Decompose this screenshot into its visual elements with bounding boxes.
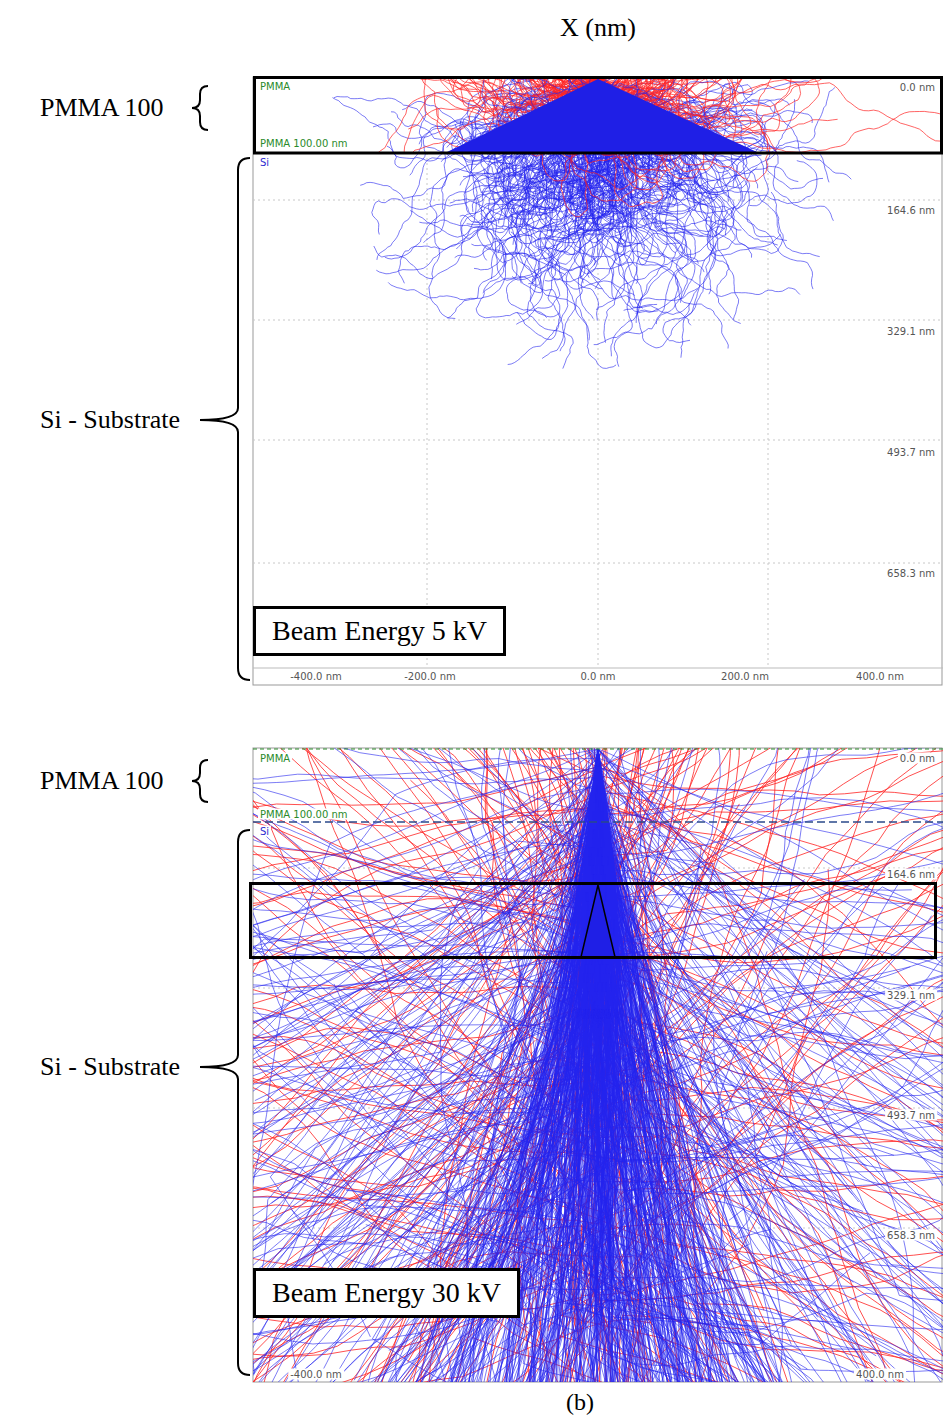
layer-label: PMMA 100: [40, 766, 164, 796]
axis-label: Si: [258, 157, 271, 168]
axis-label: 0.0 nm: [898, 82, 937, 93]
box-text: Beam Energy 5 kV: [272, 615, 487, 646]
electron-trajectories: [333, 77, 852, 369]
axis-label: PMMA 100.00 nm: [258, 809, 350, 820]
axis-label: 493.7 nm: [885, 1110, 937, 1121]
box-text: Beam Energy 30 kV: [272, 1277, 501, 1308]
axis-label: 0.0 nm: [578, 671, 617, 682]
axis-label: 200.0 nm: [719, 671, 771, 682]
backscatter-path: [353, 77, 943, 153]
electron-path: [439, 77, 816, 153]
plot-frame: [253, 77, 942, 685]
electron-path: [253, 748, 943, 1382]
axis-label: 0.0 nm: [898, 753, 937, 764]
axis-line: [253, 668, 943, 669]
backscatter-trajectories: [353, 77, 943, 153]
axis-label: 164.6 nm: [885, 869, 937, 880]
axis-label: 658.3 nm: [885, 1230, 937, 1241]
bracket: [192, 86, 250, 1375]
beam-energy-box: Beam Energy 5 kV: [253, 606, 506, 656]
axis-label: 164.6 nm: [885, 205, 937, 216]
beam-energy-box: Beam Energy 30 kV: [253, 1268, 520, 1318]
axis-label: -200.0 nm: [402, 671, 458, 682]
axis-label: -400.0 nm: [288, 671, 344, 682]
axis-label: 400.0 nm: [854, 671, 906, 682]
electron-trajectories: [253, 748, 943, 1382]
axis-label: PMMA 100.00 nm: [258, 138, 350, 149]
layer-label: Si - Substrate: [40, 1052, 180, 1082]
figure-caption: (b): [566, 1389, 594, 1416]
pmma-highlight: [255, 78, 942, 154]
axis-label: 400.0 nm: [854, 1369, 906, 1380]
axis-label: PMMA: [258, 81, 292, 92]
axis-label: 329.1 nm: [885, 326, 937, 337]
surface-line: [253, 749, 943, 750]
axis-label: 658.3 nm: [885, 568, 937, 579]
axis-label: Si: [258, 826, 271, 837]
interface-line: [253, 821, 943, 823]
layer-label: PMMA 100: [40, 93, 164, 123]
layer-label: Si - Substrate: [40, 405, 180, 435]
axis-label: 329.1 nm: [885, 990, 937, 1001]
exposure-triangle: [447, 79, 757, 152]
layer-label: X (nm): [560, 13, 636, 43]
electron-path: [333, 77, 852, 369]
axis-label: -400.0 nm: [288, 1369, 344, 1380]
exposure-triangle: [581, 885, 615, 957]
axis-label: PMMA: [258, 753, 292, 764]
region-highlight: [251, 884, 936, 958]
backscatter-path: [253, 748, 943, 1382]
axis-label: 493.7 nm: [885, 447, 937, 458]
